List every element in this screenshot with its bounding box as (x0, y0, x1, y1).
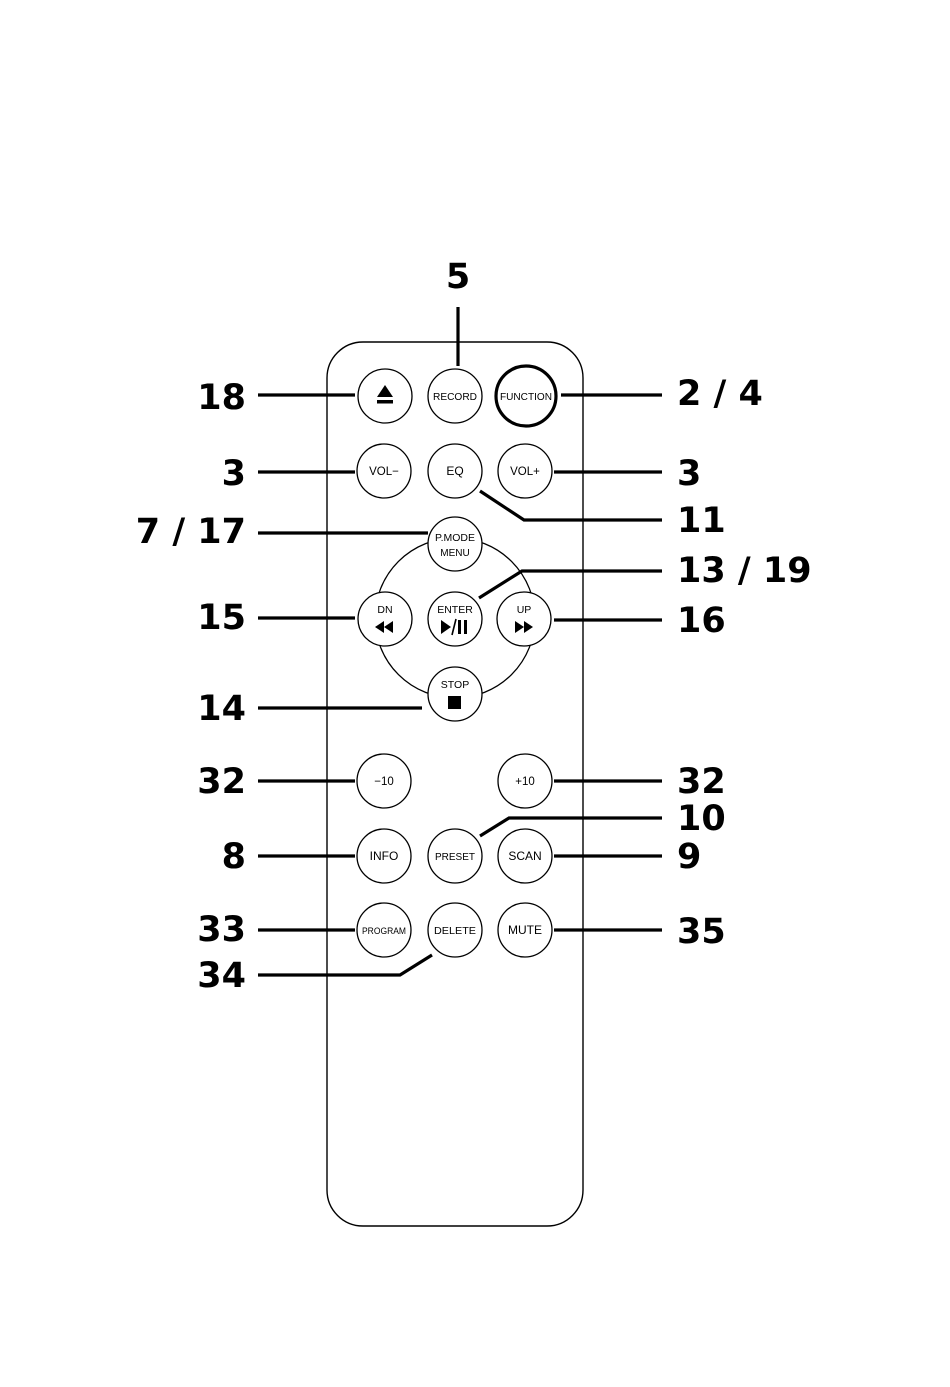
callout-eject: 18 (197, 378, 246, 418)
function-label: FUNCTION (500, 392, 552, 403)
up-label: UP (517, 604, 532, 616)
enter-play-pause-button[interactable]: ENTER (428, 592, 482, 646)
vol-minus-label: VOL− (369, 466, 399, 478)
program-label: PROGRAM (362, 926, 406, 937)
delete-label: DELETE (434, 925, 476, 937)
callout-stop: 14 (197, 689, 246, 729)
callout-preset: 10 (677, 799, 726, 839)
info-button[interactable]: INFO (357, 829, 411, 883)
callout-minus10: 32 (197, 762, 246, 802)
callout-vol-minus: 3 (222, 454, 246, 494)
callout-dn: 15 (197, 598, 246, 638)
mute-label: MUTE (508, 923, 542, 937)
function-button[interactable]: FUNCTION (496, 366, 556, 426)
plus-10-button[interactable]: +10 (498, 754, 552, 808)
preset-label: PRESET (435, 851, 476, 863)
record-label: RECORD (433, 391, 477, 403)
mute-button[interactable]: MUTE (498, 903, 552, 957)
info-label: INFO (370, 849, 399, 863)
menu-label: MENU (440, 548, 469, 559)
delete-button[interactable]: DELETE (428, 903, 482, 957)
callout-vol-plus: 3 (677, 454, 701, 494)
stop-icon (448, 696, 461, 709)
callout-mute: 35 (677, 912, 726, 952)
vol-plus-label: VOL+ (510, 466, 540, 478)
callout-up: 16 (677, 601, 726, 641)
dn-button[interactable]: DN (358, 592, 412, 646)
callout-info: 8 (222, 837, 246, 877)
plus-10-label: +10 (515, 776, 535, 788)
scan-label: SCAN (508, 849, 541, 863)
callout-enter: 13 / 19 (677, 551, 812, 591)
callout-delete: 34 (197, 956, 246, 996)
callout-plus10: 32 (677, 762, 726, 802)
stop-label: STOP (441, 679, 469, 691)
callout-eq: 11 (677, 501, 726, 541)
record-button[interactable]: RECORD (428, 369, 482, 423)
callout-pmode: 7 / 17 (136, 512, 246, 552)
pmode-menu-button[interactable]: P.MODE MENU (428, 517, 482, 571)
dn-label: DN (377, 604, 392, 616)
program-button[interactable]: PROGRAM (357, 903, 411, 957)
eject-button[interactable] (358, 369, 412, 423)
up-button[interactable]: UP (497, 592, 551, 646)
stop-button[interactable]: STOP (428, 667, 482, 721)
eq-label: EQ (446, 464, 463, 478)
callout-record: 5 (446, 257, 470, 297)
preset-button[interactable]: PRESET (428, 829, 482, 883)
callout-function: 2 / 4 (677, 374, 763, 414)
vol-plus-button[interactable]: VOL+ (498, 444, 552, 498)
pmode-label: P.MODE (435, 533, 475, 544)
callout-program: 33 (197, 910, 246, 950)
minus-10-button[interactable]: −10 (357, 754, 411, 808)
vol-minus-button[interactable]: VOL− (357, 444, 411, 498)
eq-button[interactable]: EQ (428, 444, 482, 498)
enter-label: ENTER (437, 604, 473, 616)
scan-button[interactable]: SCAN (498, 829, 552, 883)
minus-10-label: −10 (374, 776, 394, 788)
callout-scan: 9 (677, 837, 701, 877)
